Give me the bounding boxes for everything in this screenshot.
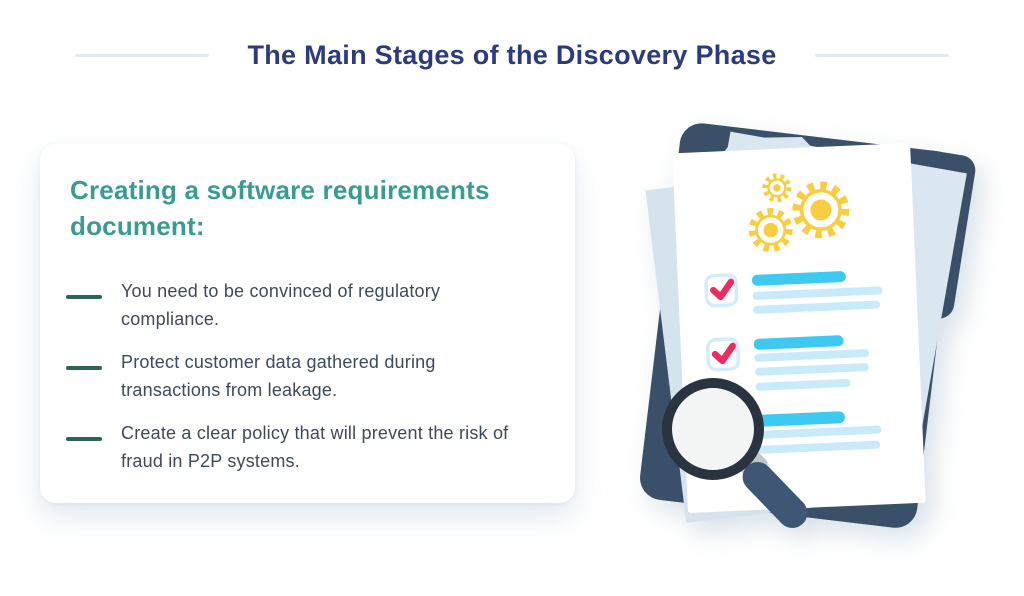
bullet-dash-icon (66, 295, 102, 299)
requirements-card: Creating a software requirements documen… (40, 144, 575, 503)
text-line (758, 440, 881, 454)
text-line (757, 411, 845, 427)
card-heading: Creating a software requirements documen… (70, 175, 490, 241)
bullet-dash-icon (66, 366, 102, 370)
header: The Main Stages of the Discovery Phase (0, 40, 1024, 71)
text-line (753, 300, 881, 314)
list-item: Protect customer data gathered during tr… (66, 348, 547, 404)
header-rule-left (75, 54, 210, 57)
bullet-dash-icon (66, 437, 102, 441)
bullet-text: Protect customer data gathered during tr… (121, 352, 436, 400)
text-line (754, 363, 869, 376)
list-item: Create a clear policy that will prevent … (66, 419, 547, 475)
checklist-row (706, 335, 870, 391)
clipboard-illustration (620, 100, 1024, 560)
text-line (753, 335, 844, 350)
gear-icon (748, 208, 793, 253)
text-line (757, 425, 882, 439)
header-rule-right (814, 54, 949, 57)
text-line (752, 286, 883, 300)
bullet-list: You need to be convinced of regulatory c… (66, 277, 547, 475)
gear-icon (762, 173, 792, 203)
list-item: You need to be convinced of regulatory c… (66, 277, 547, 333)
checked-checkbox-icon (704, 273, 739, 308)
text-line (751, 271, 846, 286)
checked-checkbox-icon (706, 337, 741, 372)
page-title: The Main Stages of the Discovery Phase (247, 40, 777, 70)
checklist-row (704, 271, 883, 314)
checklist-row (757, 411, 882, 454)
bullet-text: Create a clear policy that will prevent … (121, 423, 509, 471)
text-line (755, 378, 851, 391)
magnifying-glass-icon (662, 378, 808, 528)
bullet-text: You need to be convinced of regulatory c… (121, 281, 441, 329)
text-line (754, 349, 870, 362)
